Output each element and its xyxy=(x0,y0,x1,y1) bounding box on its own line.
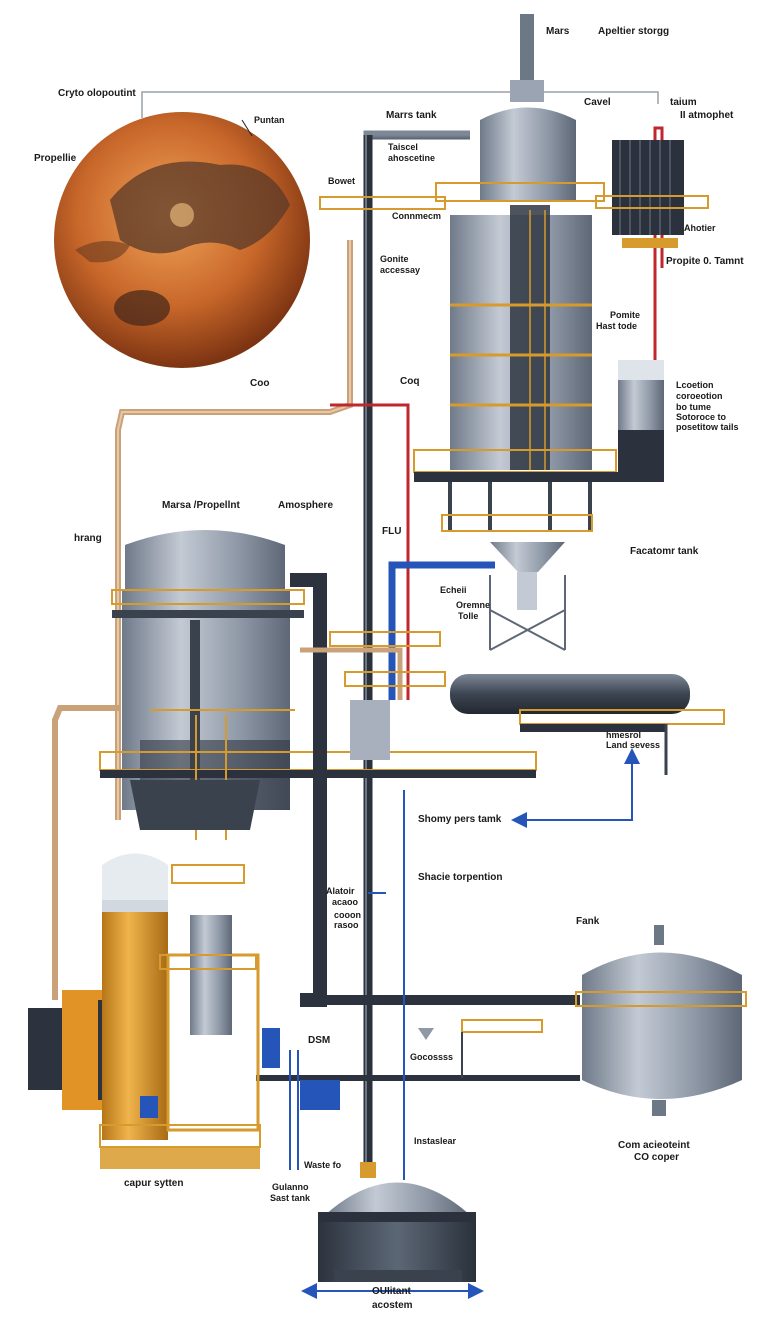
label-waste: Waste fo xyxy=(304,1160,342,1170)
capture-system xyxy=(28,853,340,1169)
label-acaoo: acaoo xyxy=(332,897,359,907)
label-echeli: Echeii xyxy=(440,585,467,595)
label-mars-tank: Marrs tank xyxy=(386,110,437,121)
label-gulanno: Gulanno xyxy=(272,1182,309,1192)
label-mars-top: Mars xyxy=(546,26,570,37)
label-gocossss: Gocossss xyxy=(410,1052,454,1062)
label-atmos-top: II atmophet xyxy=(680,110,734,121)
label-com-acie-1: Com acieoteint xyxy=(618,1140,690,1151)
label-lcoetion-5: posetitow tails xyxy=(676,422,739,432)
main-reactor-column xyxy=(319,14,664,651)
label-cooon: cooon xyxy=(334,910,361,920)
label-dsm: DSM xyxy=(308,1035,331,1046)
label-com-acie-2: CO coper xyxy=(634,1152,680,1163)
label-tolle: Tolle xyxy=(458,611,479,621)
label-sast-tank: Sast tank xyxy=(270,1193,311,1203)
label-hast-tode: Hast tode xyxy=(596,321,638,331)
label-gonite: Gonite xyxy=(380,254,409,264)
label-lcoetion-2: coroeotion xyxy=(676,391,723,401)
label-lcoetion-3: bo tume xyxy=(676,402,711,412)
label-cryo: Cryto olopoutint xyxy=(58,88,136,99)
label-capur: capur sytten xyxy=(124,1178,184,1189)
label-lcoetion-1: Lcoetion xyxy=(676,380,714,390)
label-lcoetion-4: Sotoroce to xyxy=(676,412,727,422)
label-taium: taium xyxy=(670,97,697,108)
label-coo: Coo xyxy=(250,378,270,389)
label-propellie: Propellie xyxy=(34,153,77,164)
label-ahotier: Ahotier xyxy=(684,223,716,233)
label-land-sevess: Land sevess xyxy=(606,740,661,750)
valve-icon xyxy=(418,1028,434,1040)
label-puntan: Puntan xyxy=(254,115,285,125)
label-taiscel: Taiscel xyxy=(388,142,418,152)
label-fank: Fank xyxy=(576,916,600,927)
bottom-vessel xyxy=(318,1162,476,1282)
label-hang: hrang xyxy=(74,533,102,544)
label-instasler: Instaslear xyxy=(414,1136,457,1146)
horizontal-tube xyxy=(450,674,725,775)
mars-planet-icon xyxy=(54,112,310,368)
label-connmecm: Connmecm xyxy=(392,211,442,221)
label-facatomr: Facatomr tank xyxy=(630,546,699,557)
label-hmesrol: hmesrol xyxy=(606,730,642,740)
label-marsa-prop: Marsa /Propellnt xyxy=(162,500,240,511)
label-ouiitant: OUIitant xyxy=(372,1286,411,1297)
heat-exchanger xyxy=(595,140,709,248)
label-apelt: Apeltier storgg xyxy=(598,26,670,37)
label-coq: Coq xyxy=(400,376,420,387)
label-alatoir: Alatoir xyxy=(326,886,355,896)
label-accessy: accessay xyxy=(380,265,421,275)
label-ahoscetine: ahoscetine xyxy=(388,153,436,163)
label-pomite: Pomite xyxy=(610,310,641,320)
label-amosphere: Amosphere xyxy=(278,500,334,511)
side-silo xyxy=(618,360,664,480)
label-flu: FLU xyxy=(382,526,402,537)
label-acostem: acostem xyxy=(372,1300,413,1311)
label-propite: Propite 0. Tamnt xyxy=(666,256,744,267)
label-shomy: Shomy pers tamk xyxy=(418,814,502,825)
label-bowet: Bowet xyxy=(328,176,355,186)
label-oremne: Oremne xyxy=(456,600,491,610)
label-cavel: Cavel xyxy=(584,97,611,108)
label-rasoo: rasoo xyxy=(334,920,359,930)
right-dome-tank xyxy=(575,925,747,1116)
label-shacie: Shacie torpention xyxy=(418,872,503,883)
